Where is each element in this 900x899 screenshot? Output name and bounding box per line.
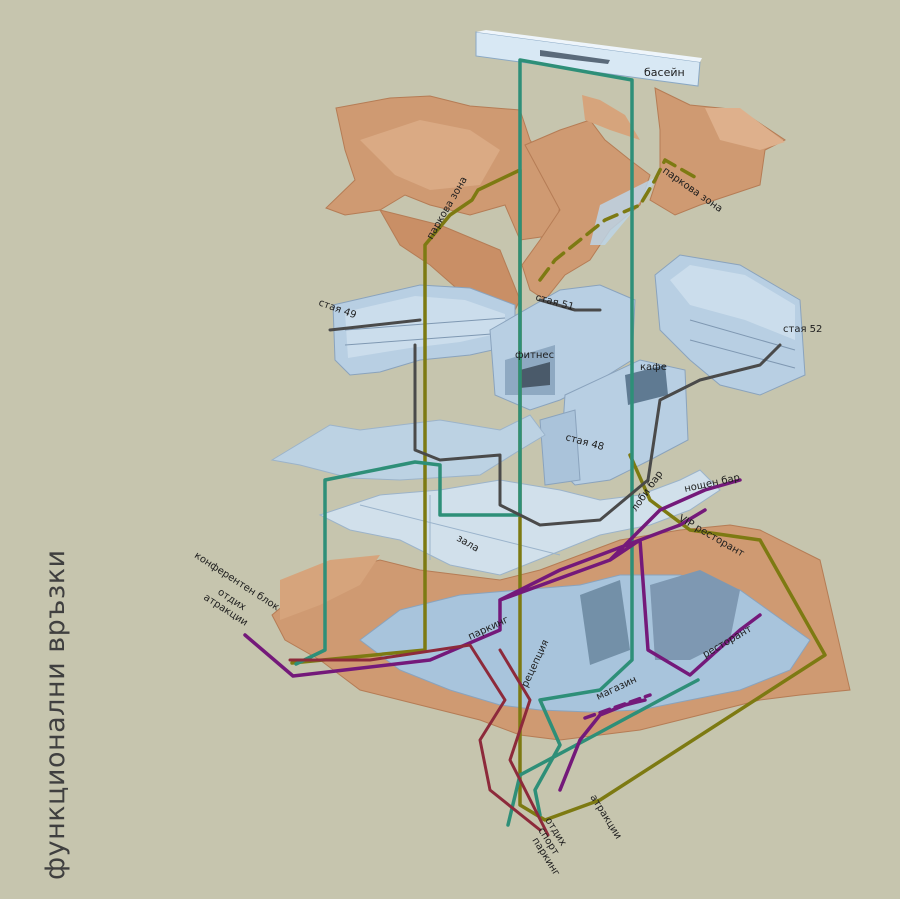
label-cafe: кафе (640, 362, 667, 373)
label-pool: басейн (644, 66, 685, 79)
label-room-52: стая 52 (783, 324, 822, 335)
route-teal-2 (506, 678, 700, 827)
route-lines (243, 58, 827, 837)
route-olive (290, 168, 827, 822)
room-block-48-cafe (539, 359, 689, 486)
legend-left: отдих конферентен блок атракции (192, 550, 281, 628)
route-teal (294, 58, 634, 817)
roof-park-zone (325, 87, 786, 331)
label-fitness: фитнес (515, 350, 554, 361)
legend-bottom-item: атракции (587, 793, 623, 841)
route-purple (243, 478, 762, 792)
pool-block (475, 30, 702, 87)
room-block-52 (654, 254, 806, 396)
route-maroon-2 (498, 648, 550, 837)
route-olive-upper (538, 158, 702, 282)
route-dark-2 (328, 298, 602, 332)
route-dark (413, 343, 782, 527)
route-purple-dash (583, 693, 652, 720)
route-maroon (288, 643, 542, 832)
legend-bottom: отдих спорт паркинг атракции (529, 793, 623, 879)
ground-level (271, 524, 851, 741)
